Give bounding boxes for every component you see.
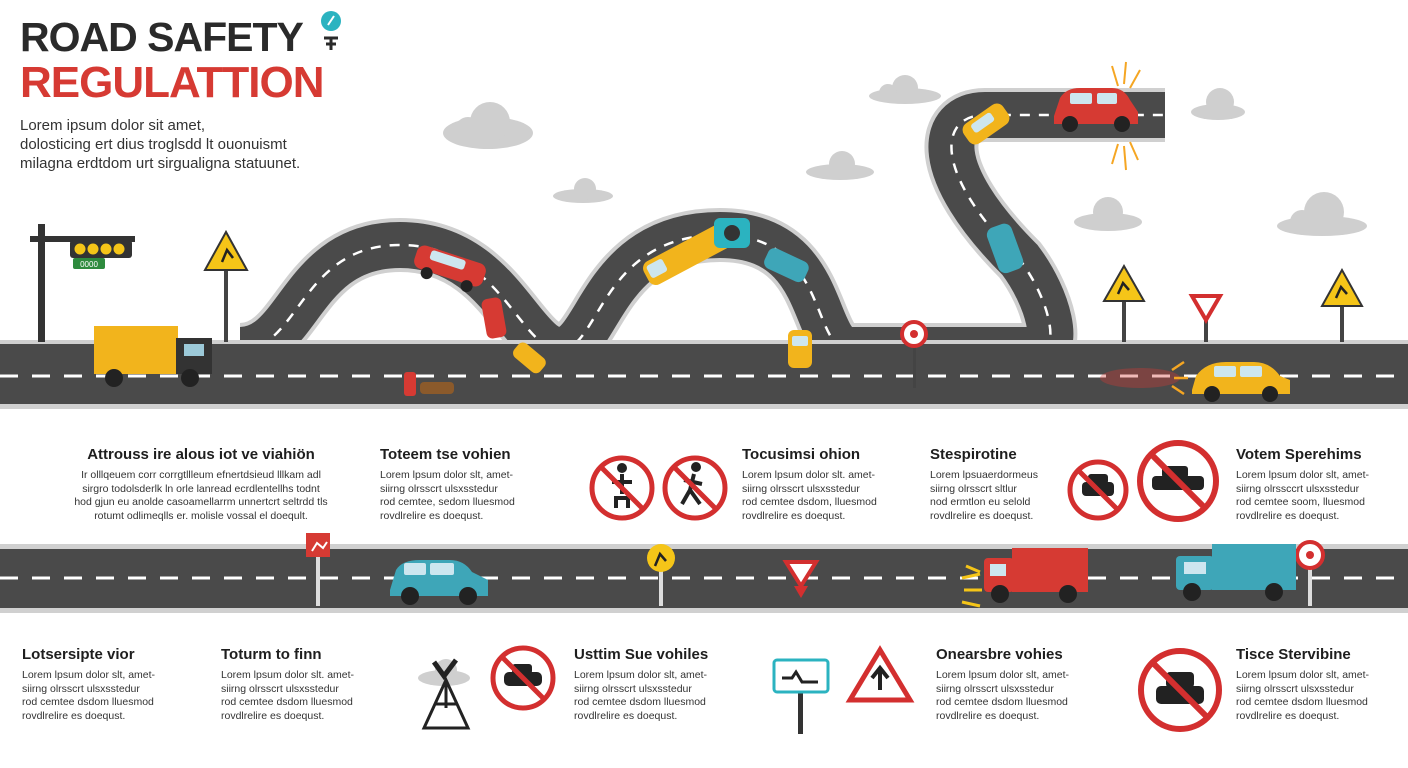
traffic-light-label: 0000 (80, 260, 98, 269)
rule-text: Ir olllqeuem corr corrgtllleum efnertdsi… (74, 469, 328, 522)
no-pedestrian-icon (589, 455, 655, 521)
traffic-light-icon (30, 224, 135, 342)
truck-icon (1176, 544, 1296, 601)
warning-sign-icon (306, 533, 330, 606)
crash-smoke-icon (1100, 360, 1188, 396)
car-icon (513, 342, 546, 374)
no-car-icon (1138, 648, 1222, 732)
rule-title: Tocusimsi ohion (742, 446, 861, 463)
rule-title: Onearsbre vohies (936, 646, 1063, 663)
car-icon (986, 223, 1024, 274)
car-icon (1054, 88, 1138, 132)
rule-text: Lorem lpsum dolor slt. amet- siirng olrs… (742, 469, 877, 522)
rule-text: Lorem lpsum dolor slt. amet- siirng olrs… (221, 669, 355, 722)
rule-block: Attrouss ire alous iot ve viahiön Ir oll… (56, 446, 346, 523)
yield-sign-icon (1188, 294, 1224, 342)
cloud-icon (869, 75, 941, 104)
rule-text: Lorem lpsum dolor slt, amet- siirng olrs… (380, 469, 515, 522)
car-icon (643, 222, 735, 286)
wrench-sign-icon (421, 658, 471, 730)
cloud-icon (1277, 192, 1367, 236)
car-icon (962, 103, 1010, 145)
no-car-icon (1067, 459, 1129, 521)
warning-sign-icon (203, 229, 249, 342)
rule-title: Attrouss ire alous iot ve viahiön (87, 446, 315, 463)
highway-top (0, 340, 1408, 409)
truck-icon (961, 548, 1088, 608)
cloud-icon (553, 178, 613, 203)
hydrant-icon (404, 372, 454, 396)
car-icon (788, 330, 812, 368)
impact-burst-icon (1111, 61, 1141, 171)
no-pedestrian-icon (662, 455, 728, 521)
rule-title: Toteem tse vohien (380, 446, 511, 463)
rule-title: Usttim Sue vohiles (574, 646, 709, 663)
rule-block: Lotsersipte vior Lorem lpsum dolor slt, … (22, 646, 197, 723)
page-title-accent: REGULATTION (20, 58, 324, 107)
rule-text: Lorem lpsum dolor slt, amet- siirng olrs… (1236, 669, 1370, 722)
warning-sign-icon (647, 544, 675, 606)
rule-block: Toturm to finn Lorem lpsum dolor slt. am… (221, 646, 396, 723)
truck-icon (94, 326, 212, 387)
car-icon (714, 218, 750, 248)
rule-text: Lorem lpsum dolor slt, amet- siirng olrs… (22, 669, 156, 722)
page-title: ROAD SAFETY (20, 14, 304, 60)
rule-block: Tisce Stervibine Lorem lpsum dolor slt, … (1236, 646, 1401, 723)
yield-sign-icon (782, 560, 820, 598)
prohibition-sign-icon (900, 320, 928, 388)
pin-icon (321, 11, 341, 50)
cloud-icon (1191, 88, 1245, 120)
rule-text: Lorem lpsum dolor slt, amet- siirng olrs… (1236, 469, 1370, 522)
cloud-icon (1074, 197, 1142, 231)
rule-text: Lorem lpsum dolor slt, amet- siirng olrs… (936, 669, 1070, 722)
cloud-icon (806, 151, 874, 180)
rule-block: Toteem tse vohien Lorem lpsum dolor slt,… (380, 446, 555, 523)
prohibition-sign-icon (1295, 540, 1325, 606)
rule-block: Onearsbre vohies Lorem lpsum dolor slt, … (936, 646, 1111, 723)
rule-text: Lorem lpsuaerdormeus siirng olrsscrt slt… (930, 469, 1038, 522)
cloud-icon (443, 102, 533, 149)
no-car-icon (1137, 440, 1219, 522)
rule-title: Tisce Stervibine (1236, 646, 1351, 663)
route-sign-icon (772, 658, 830, 734)
rule-block: Votem Sperehims Lorem lpsum dolor slt, a… (1236, 446, 1401, 523)
rule-block: Usttim Sue vohiles Lorem lpsum dolor slt… (574, 646, 749, 723)
rule-title: Toturm to finn (221, 646, 322, 663)
rule-block: Tocusimsi ohion Lorem lpsum dolor slt. a… (742, 446, 917, 523)
car-icon (1192, 362, 1290, 402)
car-icon (481, 297, 507, 339)
warning-sign-icon (1102, 263, 1146, 342)
no-car-icon (490, 645, 556, 711)
arrow-up-sign-icon (845, 645, 915, 703)
warning-sign-icon (1320, 267, 1364, 342)
car-icon (390, 560, 488, 605)
highway-bottom (0, 544, 1408, 613)
rule-title: Lotsersipte vior (22, 646, 135, 663)
intro-text: Lorem ipsum dolor sit amet, dolosticing … (20, 117, 301, 172)
rule-title: Stespirotine (930, 446, 1017, 463)
car-icon (764, 248, 809, 283)
rule-text: Lorem lpsum dolor slt, amet- siirng olrs… (574, 669, 708, 722)
car-icon (414, 245, 486, 293)
rule-title: Votem Sperehims (1236, 446, 1362, 463)
rule-block: Stespirotine Lorem lpsuaerdormeus siirng… (930, 446, 1060, 523)
